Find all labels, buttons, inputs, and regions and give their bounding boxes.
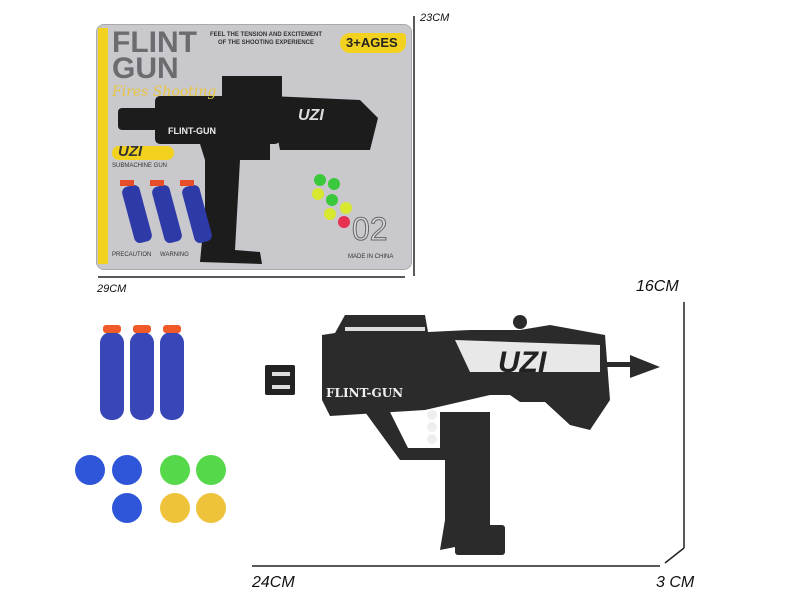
model-label-splash: [112, 146, 174, 160]
package-brand-big: FLINT GUN: [112, 26, 197, 85]
package-number: 02: [352, 211, 389, 247]
package-balls: [312, 174, 352, 228]
product-depth-label: 3 CM: [656, 574, 695, 591]
ball-green: [196, 455, 226, 485]
age-badge-splash: [340, 33, 406, 53]
model-label: UZI: [118, 143, 143, 160]
product-gun-model: UZI: [498, 346, 547, 379]
made-in-china: MADE IN CHINA: [348, 254, 394, 260]
ball-blue: [75, 455, 105, 485]
model-sub: SUBMACHINE GUN: [112, 163, 168, 169]
package-script-text: Fires Shooting: [112, 84, 217, 100]
ball-blue: [112, 455, 142, 485]
package-darts: [120, 180, 212, 243]
product-height-label: 16CM: [636, 278, 679, 295]
product-gun-brand: FLINT-GUN: [326, 386, 403, 400]
warning-label: WARNING: [160, 252, 189, 258]
package-gun: [118, 76, 378, 264]
package-width-label: 29CM: [97, 283, 127, 295]
ball-green: [160, 455, 190, 485]
ball-blue: [112, 493, 142, 523]
package-yellow-strip: [98, 28, 108, 264]
ball-yellow: [160, 493, 190, 523]
package-height-label: 23CM: [420, 12, 450, 24]
package-gun-brand: FLINT-GUN: [168, 126, 216, 136]
package-tagline-2: OF THE SHOOTING EXPERIENCE: [218, 40, 315, 46]
precaution-label: PRECAUTION: [112, 252, 152, 258]
package-tagline-1: FEEL THE TENSION AND EXCITEMENT: [210, 32, 323, 38]
product-gun-details: [345, 327, 600, 444]
product-width-label: 24CM: [252, 574, 295, 591]
ball-yellow: [196, 493, 226, 523]
package-gun-model: UZI: [298, 107, 324, 124]
age-badge: 3+AGES: [346, 35, 398, 50]
dimension-lines: [98, 16, 685, 567]
foam-balls: [75, 455, 226, 523]
foam-darts: [100, 325, 184, 420]
